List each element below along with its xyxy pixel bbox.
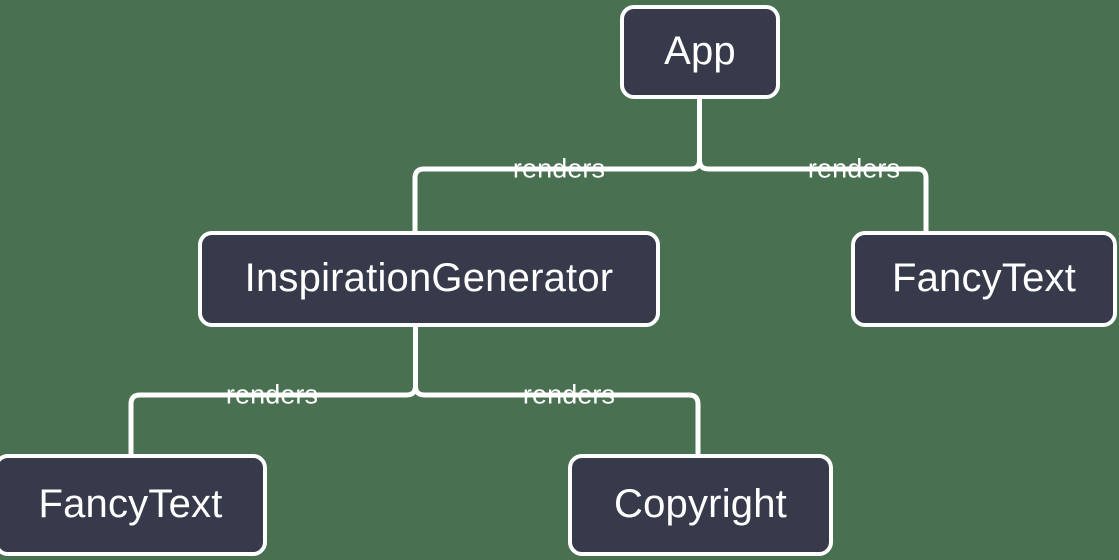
edge-inspirationgenerator-trunk-right <box>413 385 492 398</box>
node-app-label: App <box>664 29 736 73</box>
edge-inspirationgenerator-trunk <box>340 327 418 398</box>
edge-label-app-to-fancytext-right: renders <box>807 153 901 184</box>
edge-app-to-inspirationgenerator <box>412 166 620 231</box>
node-fancytext-right-label: FancyText <box>891 256 1077 300</box>
node-fancytext-right[interactable]: FancyText <box>851 231 1117 327</box>
node-inspiration-generator-label: InspirationGenerator <box>244 256 614 300</box>
edge-inspirationgenerator-to-fancytext-left <box>128 392 340 454</box>
edge-app-trunk <box>620 99 702 172</box>
node-fancytext-left-label: FancyText <box>38 482 223 526</box>
node-copyright[interactable]: Copyright <box>568 454 833 556</box>
node-fancytext-left[interactable]: FancyText <box>0 454 267 556</box>
node-inspiration-generator[interactable]: InspirationGenerator <box>198 231 660 327</box>
edge-label-inspirationgenerator-to-copyright: renders <box>522 379 616 410</box>
edge-label-app-to-inspirationgenerator: renders <box>512 153 606 184</box>
edge-app-trunk-right <box>697 159 780 172</box>
edge-label-inspirationgenerator-to-fancytext-left: renders <box>225 379 319 410</box>
node-copyright-label: Copyright <box>614 482 787 526</box>
node-app[interactable]: App <box>620 5 780 99</box>
edge-inspirationgenerator-to-copyright <box>492 392 701 454</box>
edge-app-to-fancytext-right <box>780 166 929 231</box>
